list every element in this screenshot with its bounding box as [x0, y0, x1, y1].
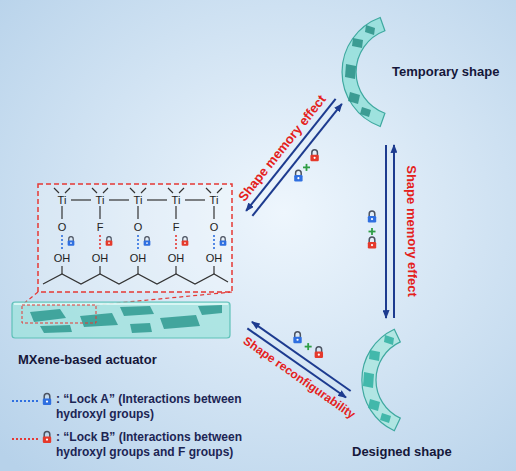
- edge-label-holder: Shape memory effect: [235, 92, 329, 204]
- legend-sample: [10, 430, 56, 448]
- atom-label: O: [134, 221, 143, 234]
- edge-label: Shape memory effect: [404, 166, 419, 298]
- atom-label-holder: O: [134, 221, 143, 234]
- lock-icon: [315, 347, 323, 358]
- atom-label-holder: Ti: [134, 194, 143, 207]
- chemical-bonds: [43, 188, 228, 284]
- lock-icon: [68, 237, 75, 246]
- atom-label: OH: [54, 252, 71, 265]
- temporary-shape-figure: [342, 18, 385, 127]
- atom-label: O: [58, 221, 67, 234]
- atom-label: O: [210, 221, 219, 234]
- zoom-area: [22, 305, 96, 323]
- mxene-flakes: [363, 335, 394, 423]
- lock-icon: [293, 332, 301, 343]
- atom-label: OH: [206, 252, 223, 265]
- lock-pair: [293, 332, 323, 358]
- legend-entry: : “Lock A” (Interactions between hydroxy…: [10, 392, 251, 422]
- double-arrow: [386, 145, 394, 318]
- edge-label: Shape memory effect: [235, 92, 329, 204]
- mxene-structure: [22, 184, 232, 305]
- lock-icon: [106, 237, 113, 246]
- lock-icon: [182, 237, 189, 246]
- lock-pair: [368, 211, 376, 248]
- mxene-flakes: [30, 305, 222, 333]
- atom-label: Ti: [96, 194, 105, 207]
- atom-label-holder: OH: [54, 252, 71, 265]
- atom-label: Ti: [210, 194, 219, 207]
- designed-shape-figure: [362, 329, 400, 431]
- double-arrow: [246, 99, 342, 216]
- strip-body: [12, 302, 230, 338]
- node-label: MXene-based actuator: [18, 352, 157, 368]
- lock-icon: [294, 170, 302, 181]
- arrow-line: [385, 145, 387, 318]
- atom-label-holder: F: [173, 221, 180, 234]
- strip-highlight: [14, 303, 228, 305]
- atom-label: OH: [130, 252, 147, 265]
- legend-entry: : “Lock B” (Interactions between hydroxy…: [10, 430, 251, 460]
- atom-label: Ti: [134, 194, 143, 207]
- atom-label-holder: Ti: [210, 194, 219, 207]
- atom-label-holder: OH: [168, 252, 185, 265]
- legend-line: [12, 400, 38, 402]
- zoom-box: [38, 184, 232, 292]
- edge-label-holder: Shape reconfigurability: [240, 333, 358, 422]
- mxene-flakes: [345, 25, 375, 117]
- atom-label-holder: Ti: [172, 194, 181, 207]
- legend-text: : “Lock B” (Interactions between hydroxy…: [56, 430, 251, 460]
- atom-label-holder: OH: [130, 252, 147, 265]
- legend-text: : “Lock A” (Interactions between hydroxy…: [56, 392, 251, 422]
- curved-actuator: [362, 329, 400, 431]
- atom-label-holder: OH: [92, 252, 109, 265]
- lock-icon: [43, 432, 51, 443]
- atom-label: Ti: [172, 194, 181, 207]
- atom-label-holder: Ti: [58, 194, 67, 207]
- legend-sample: [10, 392, 56, 410]
- lock-icon: [369, 228, 376, 235]
- edge-label-holder: Shape memory effect: [404, 166, 419, 298]
- curved-actuator: [342, 18, 385, 127]
- lock-icon: [303, 164, 310, 171]
- arrow-line: [247, 328, 346, 397]
- legend-line: [12, 438, 38, 440]
- atom-label: F: [173, 221, 180, 234]
- lock-icon: [310, 150, 318, 161]
- shape-node: Temporary shape: [340, 8, 510, 143]
- node-label: Temporary shape: [392, 64, 499, 80]
- atom-label-holder: Ti: [96, 194, 105, 207]
- lock-lines: [62, 235, 214, 250]
- node-label: Designed shape: [352, 444, 452, 460]
- atom-label-holder: O: [210, 221, 219, 234]
- atom-label-holder: O: [58, 221, 67, 234]
- arrow-line: [393, 145, 395, 318]
- atom-label: Ti: [58, 194, 67, 207]
- atom-label: OH: [168, 252, 185, 265]
- shape-node: Designed shape: [350, 320, 460, 465]
- atom-label-holder: OH: [206, 252, 223, 265]
- lock-icon: [368, 211, 376, 222]
- lock-icon: [220, 237, 227, 246]
- atom-label: OH: [92, 252, 109, 265]
- lock-icon: [43, 394, 51, 405]
- lock-icon: [305, 343, 312, 350]
- shape-node: MXene-based actuator: [8, 178, 248, 378]
- arrow-line: [246, 99, 336, 211]
- actuator-strip: [12, 302, 230, 338]
- edge-label: Shape reconfigurability: [240, 333, 358, 422]
- lock-icon: [368, 237, 376, 248]
- lock-pair: [294, 150, 319, 182]
- atom-label: F: [97, 221, 104, 234]
- lock-icon: [144, 237, 151, 246]
- atom-label-holder: F: [97, 221, 104, 234]
